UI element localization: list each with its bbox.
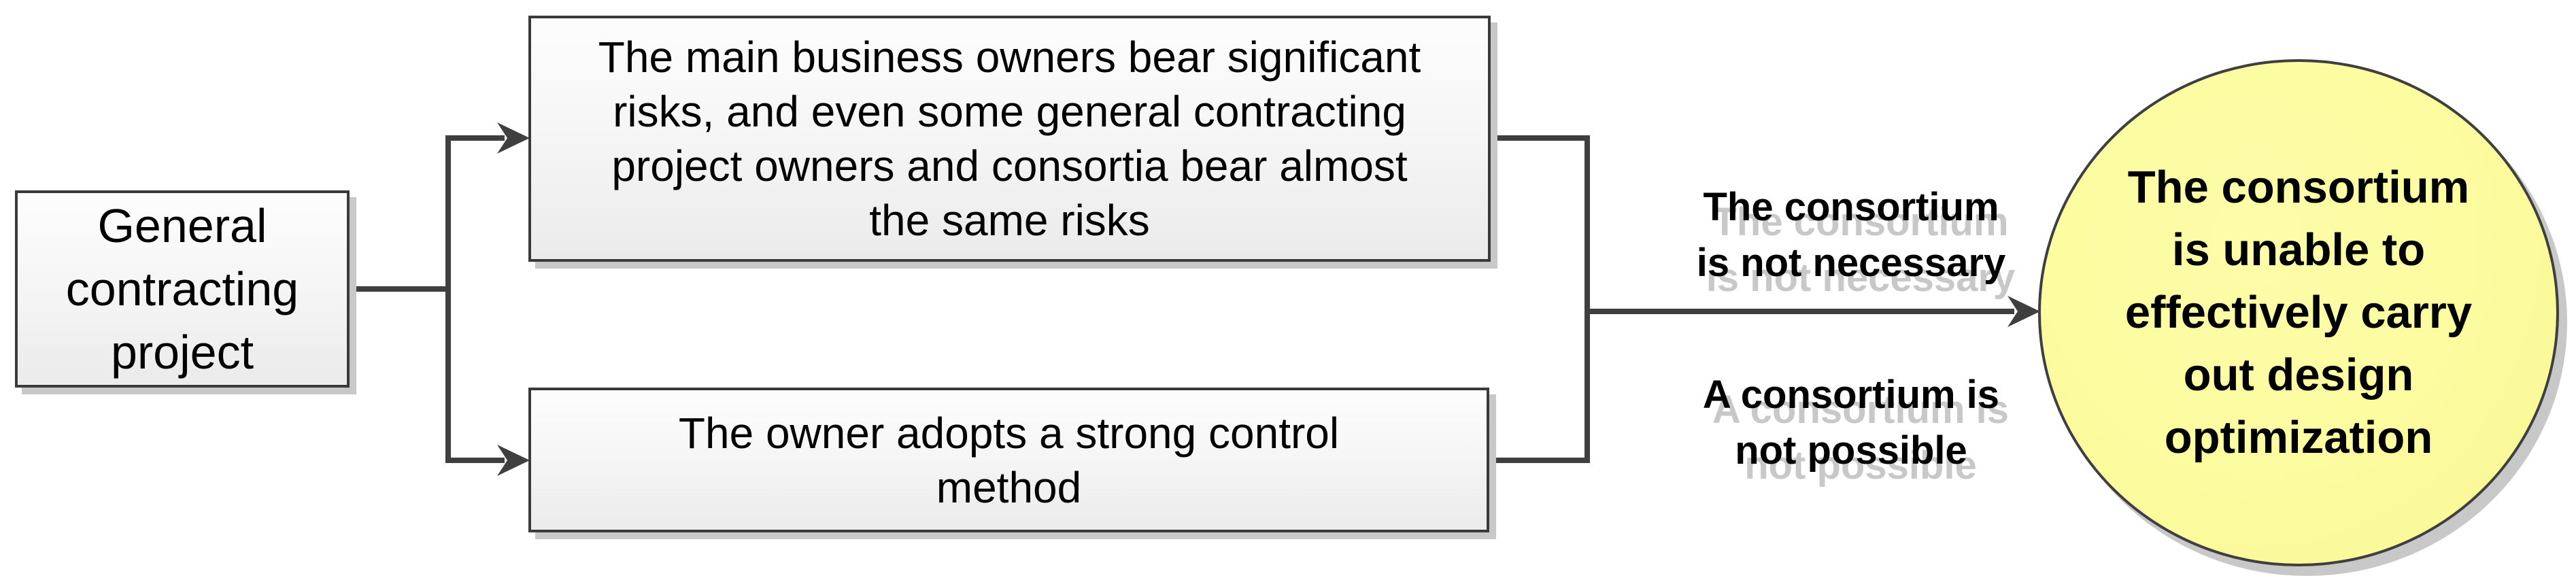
source-box: General contracting project xyxy=(15,190,350,388)
outcome-circle: The consortium is unable to effectively … xyxy=(2038,59,2559,566)
outcome-circle-line: is unable to xyxy=(2171,224,2426,275)
arrowhead-risk-box xyxy=(497,122,530,154)
arrowhead-control-box xyxy=(497,445,530,476)
source-box-line: project xyxy=(110,325,254,379)
label-consortium-not-necessary: The consortium is not necessary xyxy=(1627,180,2075,291)
source-box-line: General xyxy=(97,199,267,252)
label-line: not possible xyxy=(1735,428,1967,473)
risk-box-line: the same risks xyxy=(869,196,1150,245)
risk-box-line: risks, and even some general contracting xyxy=(613,87,1406,136)
control-box-line: method xyxy=(936,462,1082,512)
label-line: A consortium is xyxy=(1702,373,2000,417)
control-box-line: The owner adopts a strong control xyxy=(678,408,1340,458)
risk-box-line: project owners and consortia bear almost xyxy=(611,141,1408,190)
arrowhead-outcome-circle xyxy=(2007,296,2040,327)
label-line: is not necessary xyxy=(1696,241,2006,285)
outcome-circle-line: The consortium xyxy=(2127,162,2470,213)
label-line: The consortium xyxy=(1703,185,1999,229)
outcome-circle-line: effectively carry xyxy=(2124,287,2473,338)
risk-box: The main business owners bear significan… xyxy=(528,16,1491,262)
source-box-line: contracting xyxy=(65,262,299,315)
outcome-circle-line: optimization xyxy=(2164,412,2433,463)
risk-box-line: The main business owners bear significan… xyxy=(598,33,1421,82)
outcome-circle-line: out design xyxy=(2183,349,2414,400)
control-box: The owner adopts a strong control method xyxy=(528,388,1489,532)
label-consortium-not-possible: A consortium is not possible xyxy=(1627,367,2075,479)
